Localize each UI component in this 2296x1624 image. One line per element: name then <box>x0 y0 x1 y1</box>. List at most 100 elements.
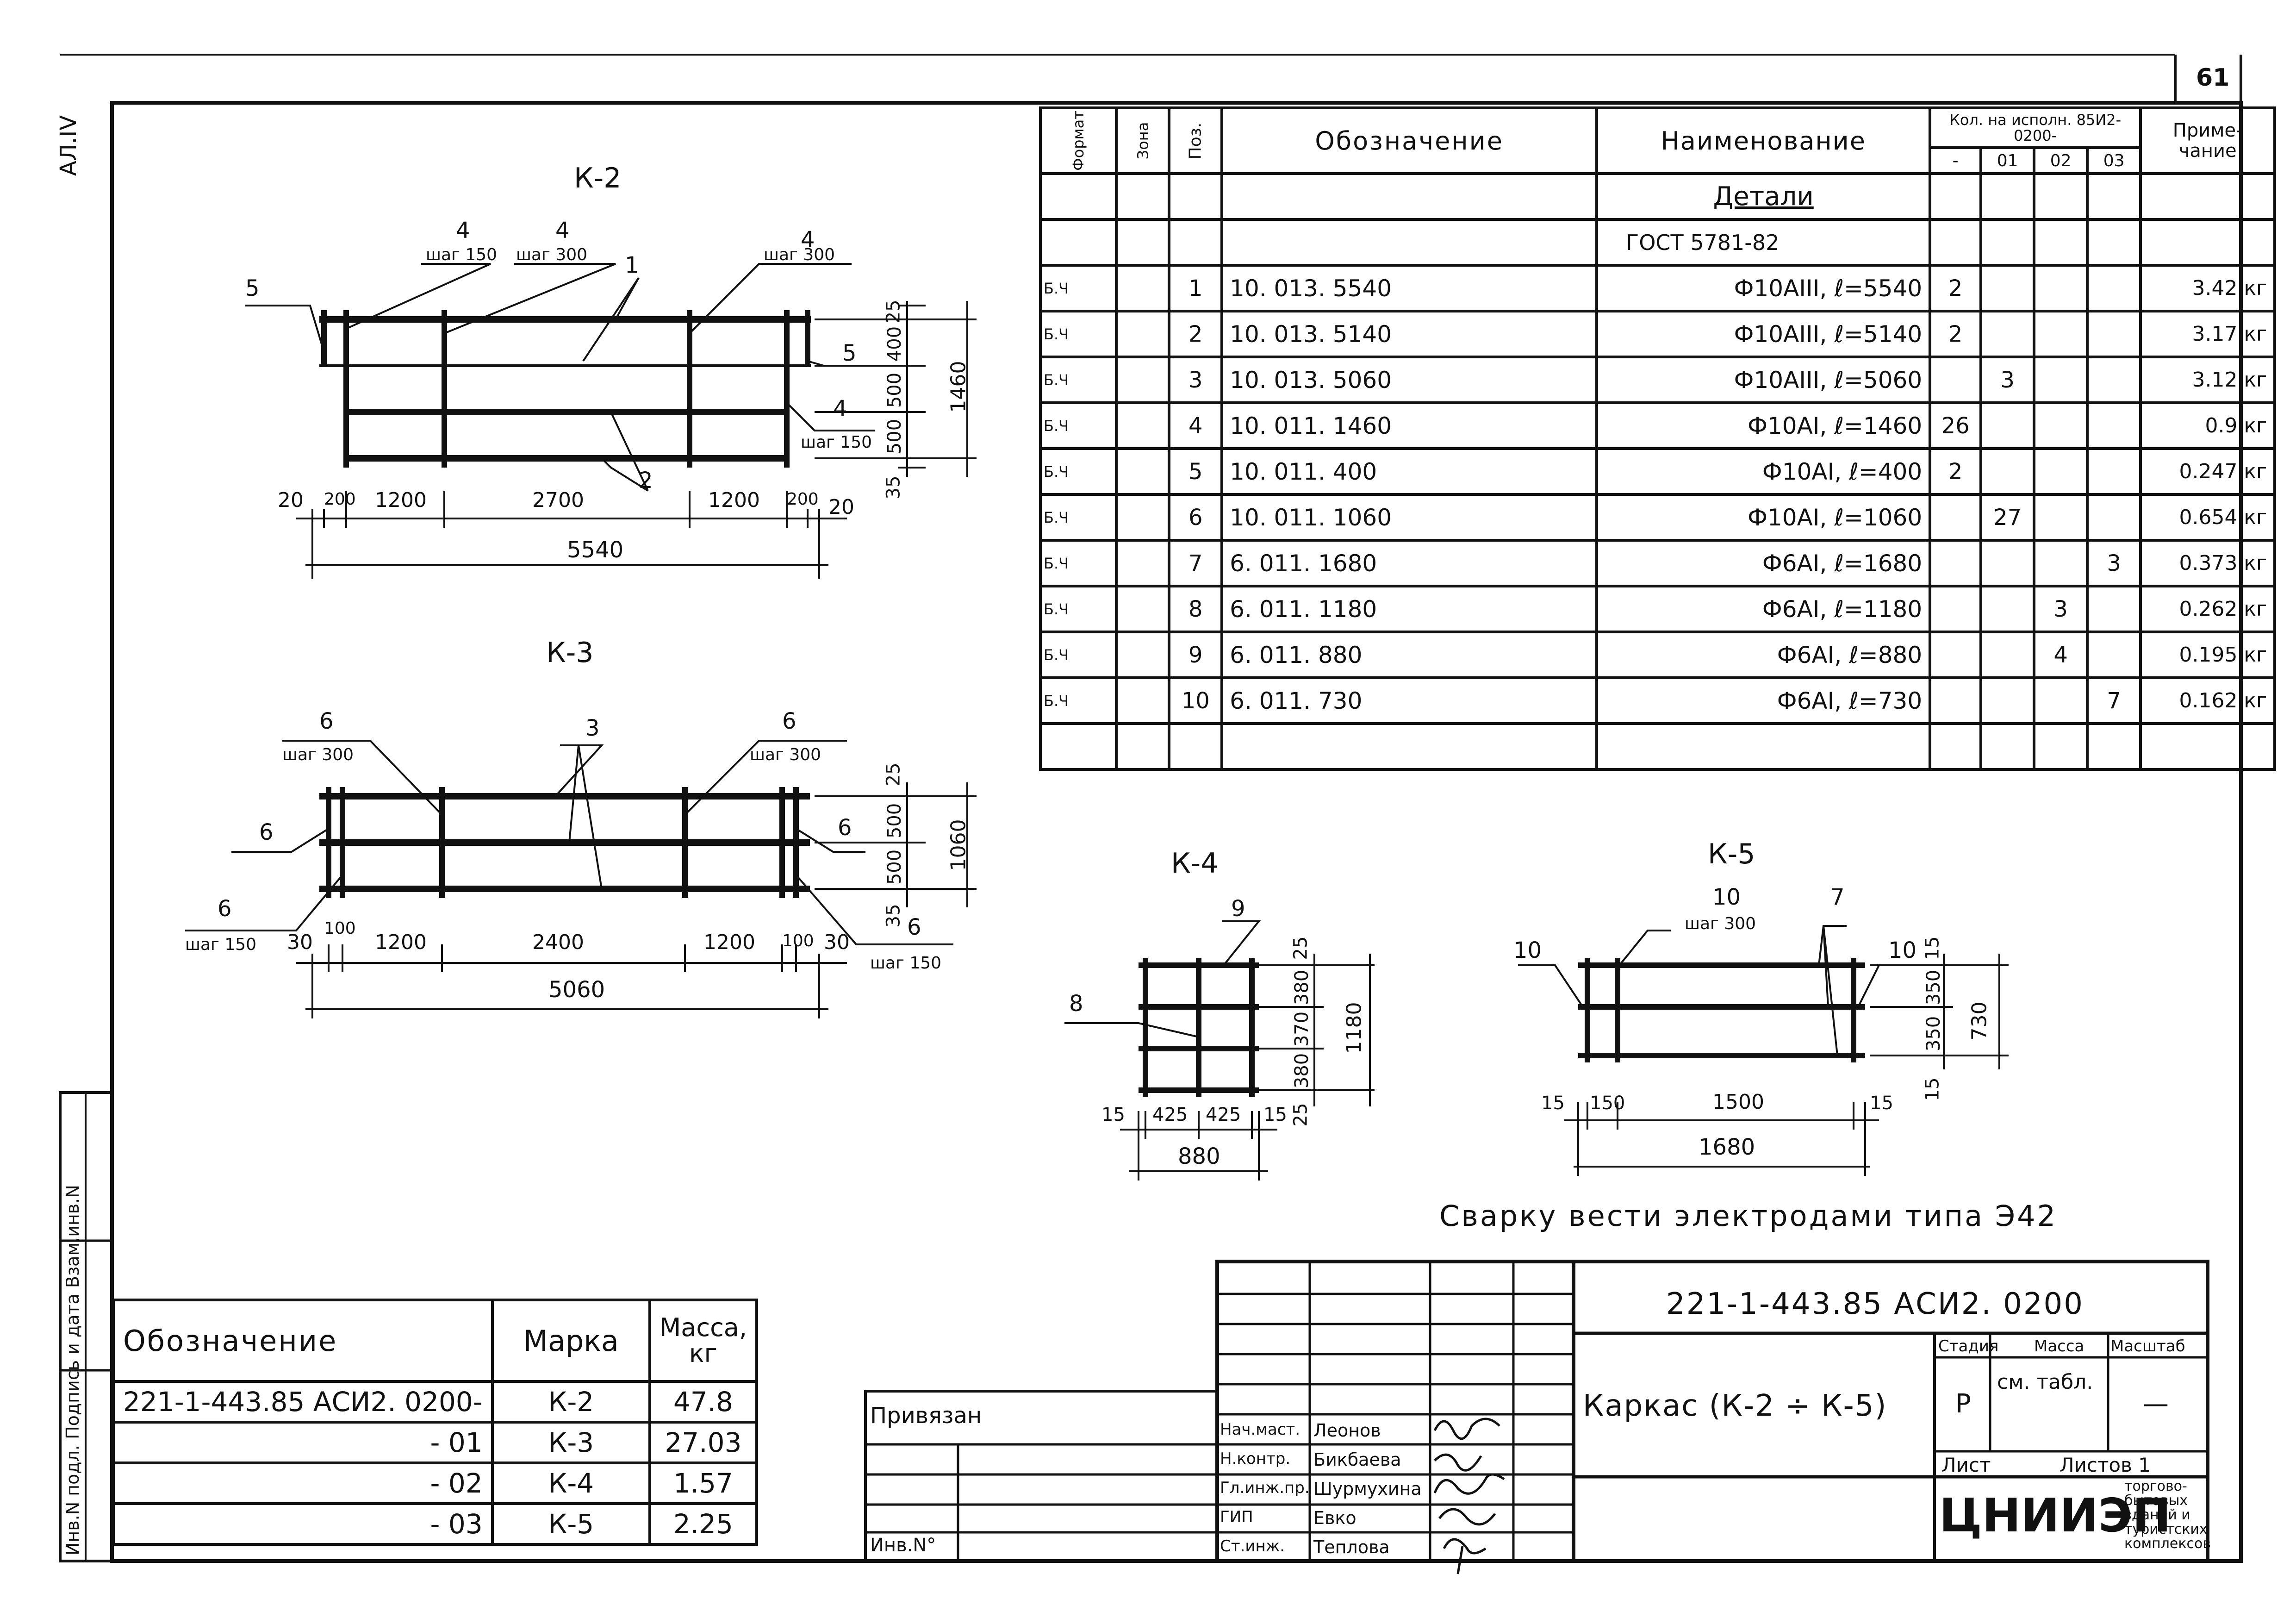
col-pos-header: Поз. <box>1168 106 1224 175</box>
k2-label: 2 <box>639 468 653 493</box>
welding-note: Сварку вести электродами типа Э42 <box>1439 1199 2058 1233</box>
cell-pos: 5 <box>1168 447 1224 496</box>
k3-dim: 1060 <box>946 819 971 871</box>
k2-label: 4 <box>456 218 470 244</box>
col-qty-3: 03 <box>2086 146 2142 175</box>
cell-name: Ф6AI, ℓ=1180 <box>1595 585 1932 633</box>
cell-q3 <box>2086 447 2142 496</box>
marks-cell-mark: К-2 <box>491 1380 651 1424</box>
side-mark: АЛ.IV <box>56 115 81 176</box>
cell-pos: 7 <box>1168 539 1224 587</box>
cell-q1: 3 <box>1979 356 2036 404</box>
k5-label: шаг 300 <box>1685 914 1756 933</box>
inventory-label: Инв.N° <box>870 1535 936 1556</box>
marks-cell-des: - 02 <box>112 1462 494 1505</box>
cell-q3 <box>2086 631 2142 679</box>
cell-name: Ф6AI, ℓ=880 <box>1595 631 1932 679</box>
col-qty-1: 01 <box>1979 146 2036 175</box>
k2-dim: 200 <box>324 490 356 509</box>
cell-q2 <box>2033 310 2089 358</box>
cell-pos: 8 <box>1168 585 1224 633</box>
cell-q2 <box>2033 356 2089 404</box>
cell-q0 <box>1929 676 1983 725</box>
cell-q3: 7 <box>2086 676 2142 725</box>
doc-title: Каркас (К-2 ÷ К-5) <box>1583 1389 1887 1423</box>
sheet-label: Лист <box>1941 1454 1991 1476</box>
col-format-header: Формат <box>1039 106 1118 175</box>
k2-drawing <box>245 263 977 579</box>
cell-q3 <box>2086 585 2142 633</box>
k4-dim: 380 <box>1291 1053 1313 1089</box>
k5-label: 10 <box>1712 884 1741 910</box>
specification-table: Формат Зона Поз. Обозначение Наименовани… <box>1039 106 2277 771</box>
col-designation-header: Обозначение <box>1220 106 1599 175</box>
doc-code: 221-1-443.85 АСИ2. 0200 <box>1666 1287 2084 1321</box>
k5-dim: 15 <box>1541 1093 1565 1114</box>
k3-dim: 30 <box>287 931 313 954</box>
k5-dim: 15 <box>1870 1093 1893 1114</box>
stage-label: Стадия <box>1938 1337 1999 1355</box>
cell-q2: 4 <box>2033 631 2089 679</box>
k3-dim: 500 <box>884 803 906 839</box>
k5-dim: 350 <box>1923 1016 1945 1052</box>
cell-pos: 6 <box>1168 493 1224 542</box>
cell-zone <box>1114 401 1171 450</box>
cell-note: 0.195 кг <box>2139 631 2277 679</box>
cell-note: 3.12 кг <box>2139 356 2277 404</box>
cell-q1 <box>1979 631 2036 679</box>
cell-q1 <box>1979 539 2036 587</box>
cell-q0: 2 <box>1929 447 1983 496</box>
role-person-name: Леонов <box>1313 1420 1381 1441</box>
k2-label: шаг 300 <box>516 245 588 264</box>
k3-dim: 2400 <box>532 931 584 954</box>
cell-q3 <box>2086 310 2142 358</box>
cell-des: 6. 011. 1180 <box>1220 585 1599 633</box>
k4-dim: 425 <box>1206 1104 1241 1125</box>
side-stamp-text: Инв.N подл. Подпись и дата Взам.инв.N <box>62 1185 83 1555</box>
standard-label: ГОСТ 5781-82 <box>1595 218 1932 267</box>
k2-label: 4 <box>555 218 570 244</box>
marks-cell-mass: 47.8 <box>648 1380 759 1424</box>
k3-label: 3 <box>585 715 600 741</box>
k3-label: шаг 300 <box>282 745 354 764</box>
cell-fmt: Б.Ч <box>1039 264 1118 312</box>
cell-q0 <box>1929 539 1983 587</box>
k2-dim: 2700 <box>532 488 584 512</box>
k3-drawing <box>185 740 977 1018</box>
marks-cell-mass: 1.57 <box>648 1462 759 1505</box>
marks-mark-header: Марка <box>491 1299 651 1383</box>
cell-pos: 9 <box>1168 631 1224 679</box>
k2-dim: 500 <box>884 418 906 455</box>
table-row: Детали <box>1039 172 2277 221</box>
k2-dim: 400 <box>884 326 906 362</box>
cell-q2: 3 <box>2033 585 2089 633</box>
cell-q3: 3 <box>2086 539 2142 587</box>
cell-des: 10. 011. 1060 <box>1220 493 1599 542</box>
col-qty-header: Кол. на испoлн. 85И2-0200- <box>1929 106 2142 149</box>
k2-label: 4 <box>801 227 815 253</box>
cell-q1: 27 <box>1979 493 2036 542</box>
k2-dim: 35 <box>883 475 904 500</box>
cell-q2 <box>2033 264 2089 312</box>
cell-q0 <box>1929 585 1983 633</box>
k3-dim: 1200 <box>375 931 427 954</box>
marks-table: Обозначение Марка Масса, кг 221-1-443.85… <box>112 1299 759 1546</box>
cell-q2 <box>2033 539 2089 587</box>
sheets-label: Листов 1 <box>2060 1454 2151 1476</box>
k5-label: 7 <box>1830 884 1845 910</box>
k5-dim: 350 <box>1923 969 1945 1006</box>
cell-note: 0.262 кг <box>2139 585 2277 633</box>
marks-cell-mass: 27.03 <box>648 1421 759 1464</box>
cell-fmt: Б.Ч <box>1039 676 1118 725</box>
k2-dim: 20 <box>278 488 304 512</box>
cell-q3 <box>2086 401 2142 450</box>
cell-note: 0.373 кг <box>2139 539 2277 587</box>
